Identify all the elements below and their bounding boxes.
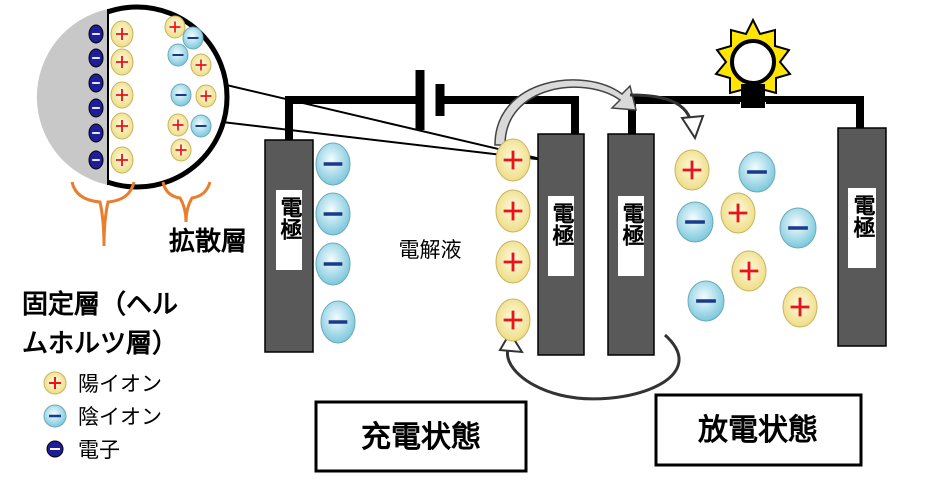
cation-icon — [195, 84, 217, 108]
electrode-label: 電極 — [277, 196, 303, 240]
anion-icon — [170, 83, 192, 107]
anion-icon — [182, 26, 204, 50]
anion-icon — [676, 201, 714, 243]
electrode-label: 電極 — [549, 202, 575, 246]
cation-icon — [164, 15, 186, 39]
legend-electron-label: 電子 — [78, 438, 120, 462]
anion-icon — [315, 242, 351, 286]
anion-icon — [315, 142, 351, 186]
legend-electron: 電子 — [46, 438, 120, 462]
battery-symbol-icon — [415, 70, 445, 130]
electrolyte-label: 電解液 — [399, 238, 462, 262]
cation-icon — [110, 81, 134, 109]
electrode-charged-left: 電極 — [264, 139, 314, 353]
anion-icon — [779, 207, 817, 249]
fixed-layer-label-line2: ムホルツ層） — [22, 329, 178, 359]
cation-icon — [110, 146, 134, 174]
legend-cation: 陽イオン — [43, 371, 162, 396]
cation-icon — [110, 48, 134, 76]
zoom-line-lower — [204, 119, 546, 161]
cation-icon — [110, 20, 134, 48]
cation-icon — [720, 192, 756, 234]
cation-icon — [495, 240, 531, 284]
anion-icon — [320, 300, 356, 344]
charge-arrow-head — [680, 114, 705, 141]
cation-icon — [495, 138, 531, 182]
legend: 陽イオン 陰イオン 電子 — [43, 371, 162, 462]
zoom-ion-group — [88, 15, 217, 174]
cation-icon — [170, 138, 192, 162]
electron-icon — [88, 150, 104, 170]
legend-anion: 陰イオン — [43, 404, 162, 429]
electrode-charged-right: 電極 — [537, 133, 585, 356]
discharge-arrow-head — [498, 331, 524, 354]
cation-icon — [110, 112, 134, 140]
state-box-charged: 充電状態 — [314, 400, 528, 473]
diffusion-layer-label: 拡散層 — [169, 227, 247, 257]
state-box-discharged: 放電状態 — [654, 393, 863, 467]
cation-icon — [731, 250, 767, 292]
anion-icon — [687, 280, 725, 322]
electron-icon — [88, 73, 104, 93]
fixed-layer-brace — [70, 181, 136, 247]
cation-icon — [495, 298, 531, 342]
fixed-layer-label-line1: 固定層（ヘル — [22, 289, 178, 320]
cation-icon — [782, 286, 818, 328]
cation-icon — [167, 113, 189, 137]
anion-icon — [315, 192, 351, 236]
discharge-arrow-icon — [506, 333, 681, 401]
electrode-discharged-right: 電極 — [837, 127, 887, 347]
electrode-label: 電極 — [850, 194, 876, 238]
diffusion-layer-brace — [161, 181, 212, 223]
zoom-line-upper — [204, 79, 546, 161]
state-discharged-label: 放電状態 — [697, 413, 818, 448]
anion-icon — [190, 114, 212, 138]
cation-icon — [495, 189, 531, 233]
cation-icon — [674, 149, 710, 191]
electron-icon — [88, 24, 104, 44]
electron-icon — [88, 48, 104, 68]
charge-arrow-icon — [494, 79, 637, 146]
legend-cation-label: 陽イオン — [78, 372, 162, 396]
legend-anion-label: 陰イオン — [78, 405, 162, 429]
ion-layer — [315, 138, 818, 344]
light-bulb-icon — [714, 17, 792, 108]
cation-icon — [190, 53, 212, 77]
anion-icon — [738, 151, 776, 193]
state-charged-label: 充電状態 — [361, 420, 481, 455]
electrode-label: 電極 — [619, 202, 645, 246]
anion-icon — [167, 43, 189, 67]
electrode-discharged-left: 電極 — [607, 133, 655, 356]
electron-icon — [88, 123, 104, 143]
electron-icon — [88, 98, 104, 118]
